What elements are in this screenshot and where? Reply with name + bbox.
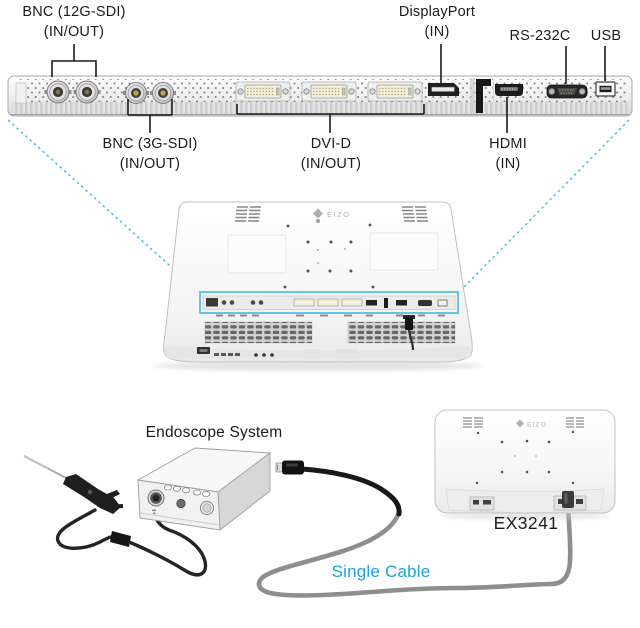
cable-boot [110,531,131,547]
label-displayport: DisplayPort (IN) [398,4,476,40]
vent-grille-small-right [566,417,584,428]
bnc-12g-connectors [44,80,101,104]
connector-strip-zoom [7,75,633,117]
vent-grille-top-right [402,206,428,222]
cable-black-end [299,466,402,517]
usb-connector [595,81,616,97]
connector-area-highlight [199,291,459,314]
single-cable [256,503,573,598]
vent-grille-small-left [463,417,483,428]
eizo-logo: EIZO [313,208,351,219]
svg-text:EIZO: EIZO [527,422,547,429]
svg-text:EIZO: EIZO [327,210,351,219]
bottom-edge-controls [197,347,274,357]
monitor-ex3241: EIZO [434,409,616,520]
label-bnc-3g: BNC (3G-SDI) (IN/OUT) [102,136,198,172]
label-rs232c: RS-232C [509,28,571,44]
vesa-screw-holes-small [475,430,575,485]
label-monitor-model: EX3241 [493,513,559,533]
label-bnc-12g: BNC (12G-SDI) (IN/OUT) [22,4,126,40]
hdmi-connector [495,84,523,96]
monitor-rear-large: EIZO [153,201,483,371]
rs232c-connector [546,84,588,99]
vesa-screw-holes [283,219,375,289]
vent-grille-bottom-right [347,321,456,344]
endoscope-system [23,447,272,577]
zoom-callout-lines [7,119,630,293]
dvi-connectors [235,81,423,102]
label-dvi-d: DVI-D (IN/OUT) [300,136,362,172]
rear-connector-strip [202,295,456,310]
cable-plug-monitor [562,491,574,508]
cable-plug [275,460,304,475]
strip-gap [470,78,475,114]
cable-hook [476,79,491,113]
callout-lines [51,44,606,133]
vent-grille-bottom-left [204,321,313,344]
vent-grille-top-left [235,206,261,222]
round-button [176,498,186,509]
port-label-dashes [216,314,445,317]
rear-plate-left [469,496,495,511]
bnc-3g-connectors [123,82,176,104]
label-single-cable: Single Cable [331,562,431,581]
endoscope-handle [63,474,123,514]
endoscope-processor-box [136,447,272,531]
power-cord [403,315,415,351]
label-hdmi: HDMI (IN) [489,136,527,172]
label-usb: USB [590,28,622,44]
eizo-logo-small: EIZO [516,419,547,429]
label-endoscope-system: Endoscope System [145,424,283,441]
displayport-connector [428,83,459,96]
